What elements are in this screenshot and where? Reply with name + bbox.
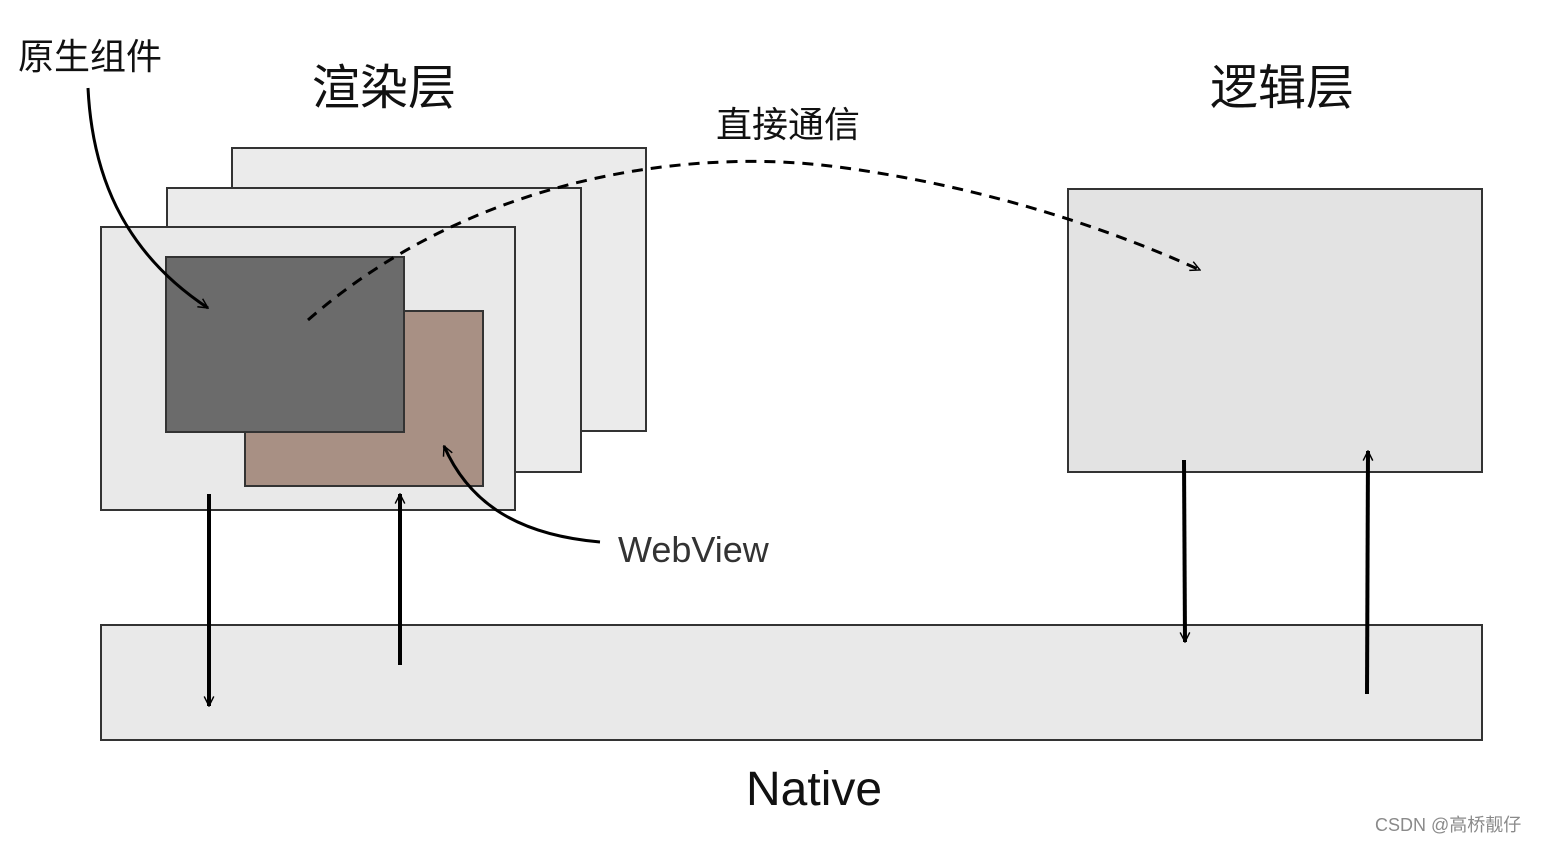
direct-communication-arrow (307, 159, 1200, 322)
logic-layer-label: 逻辑层 (1210, 60, 1355, 116)
watermark: CSDN @高桥靓仔 (1375, 815, 1522, 835)
native-component-pointer-arrow (86, 87, 208, 310)
webview-label: WebView (618, 529, 769, 570)
direct-communication-label: 直接通信 (716, 105, 861, 146)
logic-layer-box (1067, 188, 1483, 473)
native-component-box (165, 256, 405, 433)
native-bar (100, 624, 1483, 741)
webview-pointer-arrow (442, 446, 601, 544)
render-layer-label: 渲染层 (312, 60, 457, 116)
native-to-logic-arrow (1367, 451, 1368, 695)
logic-to-native-arrow (1184, 459, 1185, 642)
native-component-label: 原生组件 (18, 37, 163, 78)
native-label: Native (746, 763, 883, 816)
